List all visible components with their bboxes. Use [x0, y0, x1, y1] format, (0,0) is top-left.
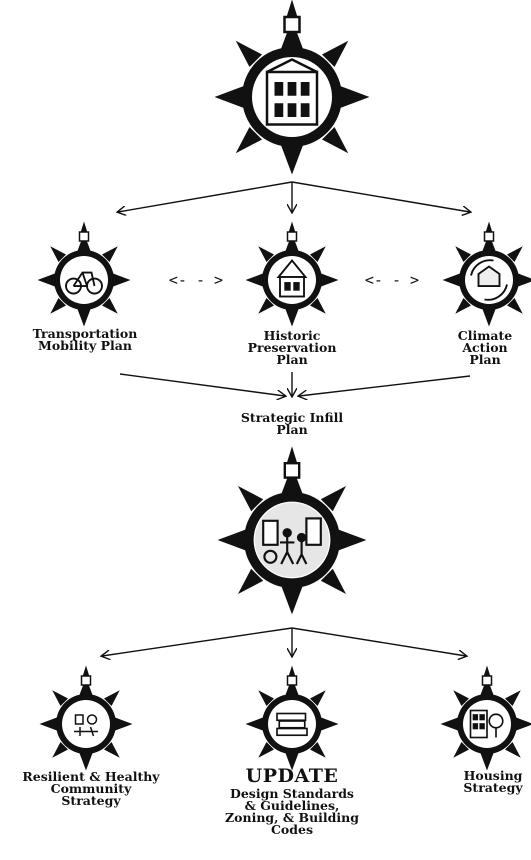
rowhouse-tree-icon [469, 709, 504, 739]
label-climate: Climate Action Plan [457, 328, 513, 367]
arrows-from-top [118, 181, 470, 212]
arrows-to-infill [119, 372, 471, 396]
community-icons [74, 714, 98, 737]
emblem-housing [439, 664, 531, 772]
label-update-title: UPDATE [245, 765, 339, 787]
emblem-historic [244, 220, 340, 328]
label-resilient: Resilient & Healthy Community Strategy [22, 769, 160, 808]
books-icon [276, 712, 308, 737]
arrows-from-infill [102, 627, 466, 656]
building-icon [265, 58, 319, 126]
emblem-climate [441, 220, 531, 328]
label-update: Design Standards & Guidelines, Zoning, &… [225, 786, 359, 837]
connector-right-bidir: <- - > [365, 271, 419, 289]
community-scene-icon [254, 502, 330, 578]
label-housing: Housing Strategy [463, 768, 523, 795]
house-icon [276, 259, 308, 298]
label-historic: Historic Preservation Plan [247, 328, 337, 367]
label-transportation: Transportation Mobility Plan [32, 326, 138, 353]
emblem-resilient [38, 664, 134, 772]
emblem-top [213, 0, 371, 176]
emblem-infill [216, 445, 368, 616]
bicycle-icon [65, 271, 103, 295]
label-infill: Strategic Infill Plan [240, 410, 344, 437]
recycle-house-icon [470, 259, 508, 301]
emblem-transportation [36, 220, 132, 328]
connector-left-bidir: <- - > [169, 271, 223, 289]
emblem-update [244, 664, 340, 772]
